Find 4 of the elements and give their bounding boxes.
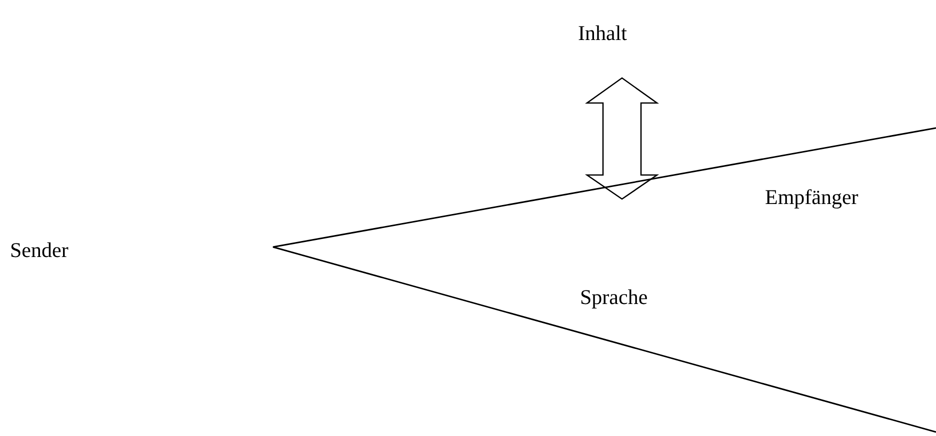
- label-text: Sprache: [580, 284, 648, 311]
- label-text: Empfänger: [765, 184, 858, 211]
- label-text: Inhalt: [578, 20, 627, 47]
- label-text: Sender: [10, 237, 68, 264]
